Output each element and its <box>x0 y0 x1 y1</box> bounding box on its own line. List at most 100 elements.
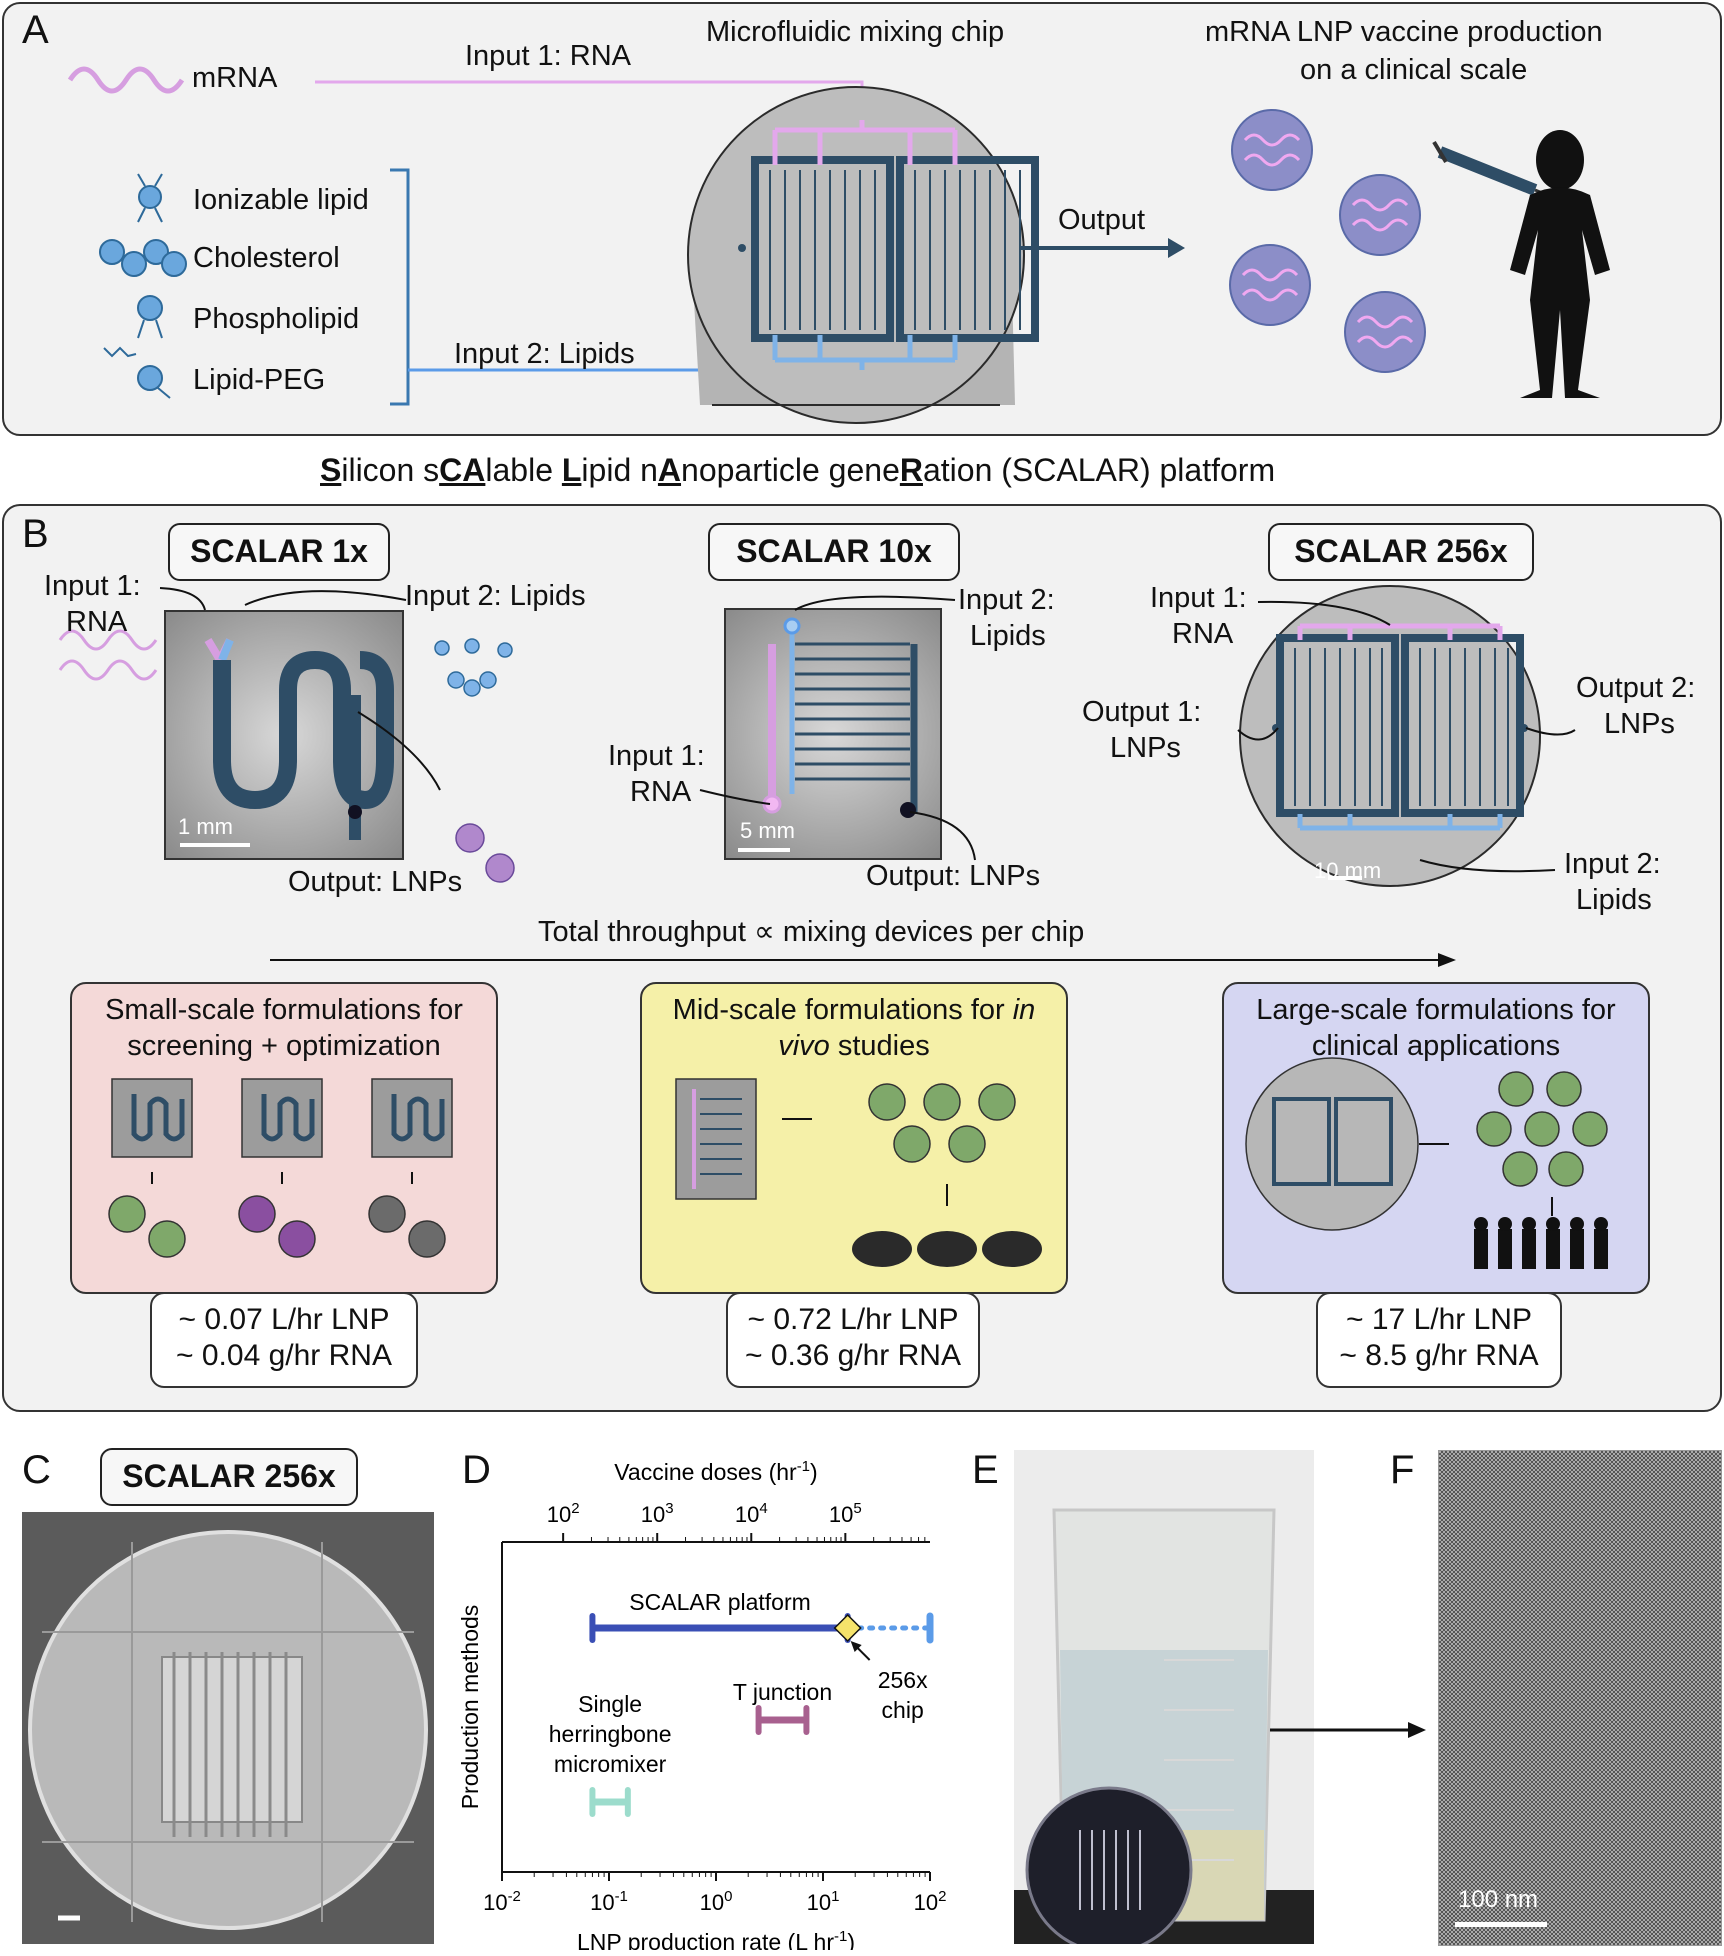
lipid-ionizable-label: Ionizable lipid <box>193 184 369 216</box>
banner-t1: ilicon s <box>341 452 440 488</box>
cryo-em-image <box>1438 1450 1722 1946</box>
top-tick-label: 103 <box>641 1500 674 1527</box>
banner-t3: ipid n <box>581 452 658 488</box>
banner-t4: noparticle gene <box>681 452 900 488</box>
scalar-1x-title: SCALAR 1x <box>168 523 390 581</box>
card1-graphics <box>108 1078 453 1258</box>
chip10-input1-line1: Input 1: <box>608 740 705 772</box>
chip1-output: Output: LNPs <box>288 866 463 898</box>
stat1-rna: ~ 0.04 g/hr RNA <box>176 1339 392 1372</box>
stat1-lnp: ~ 0.07 L/hr LNP <box>178 1303 390 1336</box>
x-tick-label: 100 <box>700 1888 733 1915</box>
stat3-lnp: ~ 17 L/hr LNP <box>1346 1303 1532 1336</box>
t-junction-label: T junction <box>733 1679 832 1705</box>
chip10-leader-lines <box>699 595 976 861</box>
e-to-f-arrow <box>1270 1722 1426 1738</box>
chip10-input1-line2: RNA <box>630 776 692 808</box>
chip256-input2-line2: Lipids <box>1576 884 1652 916</box>
lipid-peg-label: Lipid-PEG <box>193 364 326 396</box>
wafer-photo <box>22 1512 434 1944</box>
card2-line2b: studies <box>829 1030 930 1062</box>
mrna-label: mRNA <box>192 62 278 94</box>
chip-256x-label-line2: chip <box>882 1697 924 1723</box>
lipid-cholesterol-label: Cholesterol <box>193 242 340 274</box>
wafer-photo-graphic <box>28 1530 428 1930</box>
card3-graphics <box>1245 1057 1608 1269</box>
chip1-input2: Input 2: Lipids <box>405 580 586 612</box>
lipid-peg-icon <box>103 346 171 399</box>
lipid-bracket <box>390 168 410 406</box>
panel-c-label: C <box>22 1448 51 1492</box>
panel-d-label: D <box>462 1448 491 1492</box>
panel-e-label: E <box>972 1448 999 1492</box>
chip10-input2-line1: Input 2: <box>958 584 1055 616</box>
card-small-scale: Small-scale formulations for screening + … <box>70 982 498 1294</box>
chip256-output2-line1: Output 2: <box>1576 672 1696 704</box>
stat3-rna: ~ 8.5 g/hr RNA <box>1339 1339 1539 1372</box>
top-tick-label: 102 <box>547 1500 580 1527</box>
card1-line1: Small-scale formulations for <box>105 994 463 1026</box>
banner-s3: L <box>561 452 582 488</box>
stat-mid-scale: ~ 0.72 L/hr LNP~ 0.36 g/hr RNA <box>726 1292 980 1388</box>
chip256-leader-lines <box>1237 600 1576 873</box>
stat2-rna: ~ 0.36 g/hr RNA <box>745 1339 961 1372</box>
lipid-phospholipid-label: Phospholipid <box>193 303 360 335</box>
ionizable-lipid-icon <box>137 173 163 223</box>
card3-line2: clinical applications <box>1311 1030 1561 1062</box>
chip-256x-pointer-head <box>850 1641 862 1652</box>
beaker-photo-graphic <box>1014 1508 1314 1954</box>
mrna-wave-icon <box>67 66 185 94</box>
top-tick-label: 104 <box>735 1500 768 1527</box>
phospholipid-icon <box>137 295 163 339</box>
banner-s4: A <box>657 452 682 488</box>
chip256-input1-line1: Input 1: <box>1150 582 1247 614</box>
chip10-output: Output: LNPs <box>866 860 1041 892</box>
card2-line1b: in <box>1012 994 1036 1026</box>
panel-b-label: B <box>22 512 49 556</box>
banner-s5: R <box>899 452 923 488</box>
scalar-platform-label: SCALAR platform <box>629 1589 811 1615</box>
wafer-chip <box>687 86 1039 424</box>
chip1-leader-lines <box>58 587 515 883</box>
banner-t5: ation (SCALAR) platform <box>922 452 1276 488</box>
panel-f-label: F <box>1390 1448 1415 1492</box>
chip256-input2-line1: Input 2: <box>1564 848 1661 880</box>
card1-line2: screening + optimization <box>127 1030 441 1062</box>
scalar-256x-title: SCALAR 256x <box>1268 523 1534 581</box>
input1-rna-label: Input 1: RNA <box>465 40 632 72</box>
beaker-photo <box>1014 1450 1314 1954</box>
scalar-10x-title: SCALAR 10x <box>708 523 960 581</box>
herringbone-label-line3: micromixer <box>554 1751 667 1777</box>
herringbone-label-line2: herringbone <box>549 1721 672 1747</box>
x-tick-label: 101 <box>807 1888 840 1915</box>
card2-line1a: Mid-scale formulations for <box>672 994 1013 1026</box>
x-tick-label: 10-2 <box>483 1888 521 1915</box>
stat-large-scale: ~ 17 L/hr LNP~ 8.5 g/hr RNA <box>1316 1292 1562 1388</box>
em-scale-label: 100 nm <box>1458 1886 1539 1913</box>
chip256-scale: 10 mm <box>1314 858 1382 883</box>
chart-x-axis-title: LNP production rate (L hr-1) <box>577 1928 855 1950</box>
chip-256x-label-line1: 256x <box>878 1667 928 1693</box>
input2-lipids-label: Input 2: Lipids <box>454 338 635 370</box>
banner-t2: lable <box>485 452 562 488</box>
chip10-scale: 5 mm <box>740 818 795 843</box>
x-tick-label: 102 <box>914 1888 947 1915</box>
banner-s2: CA <box>439 452 486 488</box>
card2-graphics <box>675 1078 1042 1267</box>
chip256-output1-line1: Output 1: <box>1082 696 1202 728</box>
chip10-input2-line2: Lipids <box>970 620 1046 652</box>
chip1-input1-line2: RNA <box>66 606 128 638</box>
lnp-particles <box>1229 109 1426 373</box>
throughput-arrow <box>270 953 1456 967</box>
x-tick-label: 10-1 <box>590 1888 628 1915</box>
chart-y-axis-title: Production methods <box>457 1605 483 1810</box>
top-tick-label: 105 <box>829 1500 862 1527</box>
production-title-line1: mRNA LNP vaccine production <box>1205 16 1603 48</box>
cholesterol-icon <box>99 239 187 277</box>
panel-c-title: SCALAR 256x <box>100 1448 358 1506</box>
scalar-256x-chip <box>1239 585 1541 887</box>
banner-s1: S <box>320 452 342 488</box>
chip1-input1-line1: Input 1: <box>44 570 141 602</box>
